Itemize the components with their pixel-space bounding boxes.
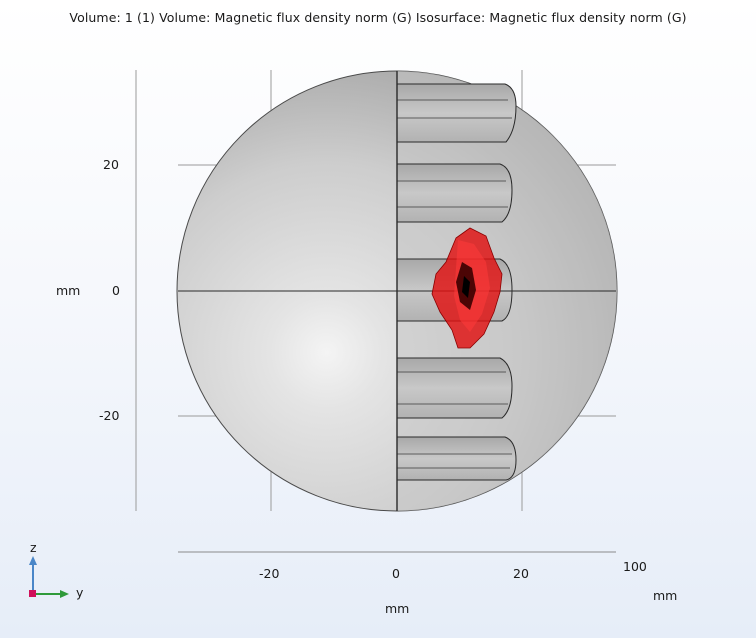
y-tick-20: 20 [103,157,119,172]
x-extra-value: 100 [623,559,647,574]
y-tick-neg20: -20 [99,408,120,423]
triad-y-label: y [76,585,84,600]
sphere-model [176,70,618,512]
x-tick-20: 20 [513,566,529,581]
vertical-axis-unit: mm [56,283,81,298]
x-tick-0: 0 [392,566,400,581]
x-tick-neg20: -20 [259,566,280,581]
cavity-slot-1 [396,83,517,143]
origin-marker [29,590,36,597]
horizontal-axis-unit-right: mm [653,588,678,603]
cavity-slots [396,83,517,481]
cavity-slot-2 [396,163,513,223]
horizontal-axis-unit: mm [385,601,410,616]
plot-title: Volume: 1 (1) Volume: Magnetic flux dens… [69,10,687,25]
isosurface-blob [431,227,503,349]
cavity-slot-5 [396,436,517,481]
triad-z-label: z [30,540,37,555]
axis-triad [29,556,69,598]
cavity-inner-edges [397,99,512,469]
y-tick-0: 0 [112,283,120,298]
cavity-slot-4 [396,357,513,419]
